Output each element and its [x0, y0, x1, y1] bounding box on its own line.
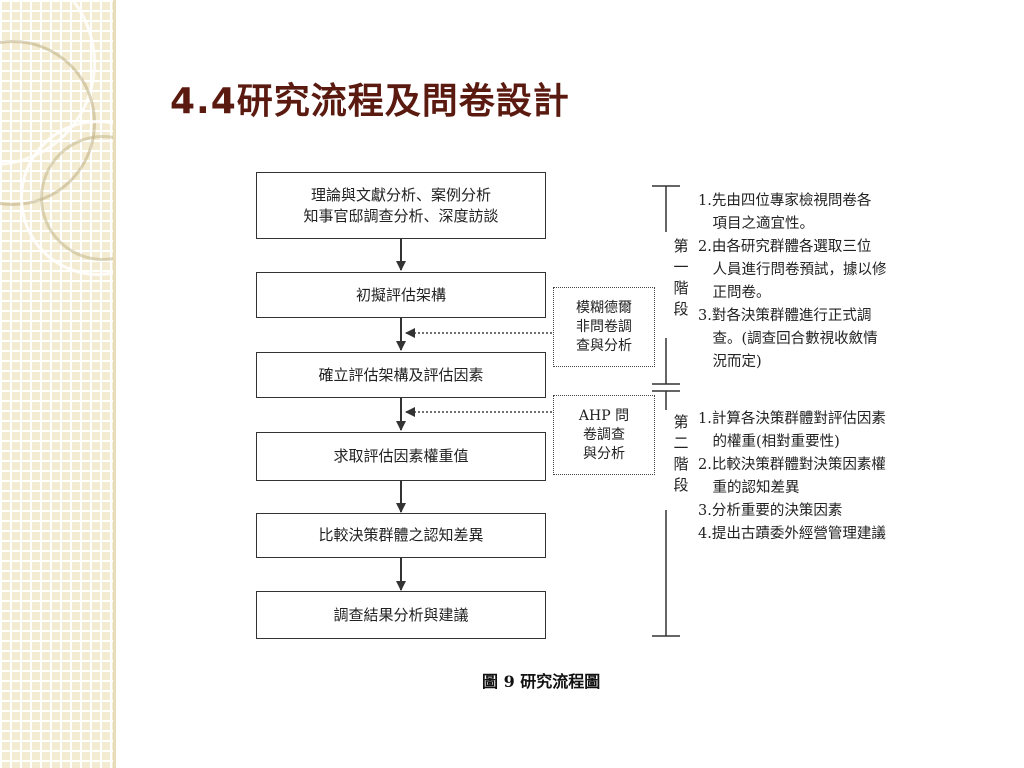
side-box-ahp: AHP 問 卷調查 與分析 [553, 395, 655, 475]
stage-one-notes: 1.先由四位專家檢視問卷各 項目之適宜性。 2.由各研究群體各選取三位 人員進行… [698, 190, 887, 374]
stage-note: 3.分析重要的決策因素 [698, 503, 843, 519]
stage-note: 3.對各決策群體進行正式調 查。(調查回合數視收斂情 況而定) [698, 308, 878, 370]
stage-two-label: 第 二 階 段 [673, 413, 689, 494]
flow-step-compare-groups: 比較決策群體之認知差異 [256, 513, 546, 558]
flow-step-confirm-framework: 確立評估架構及評估因素 [256, 352, 546, 398]
stage-note: 1.先由四位專家檢視問卷各 項目之適宜性。 [698, 193, 872, 232]
stage-note: 4.提出古蹟委外經營管理建議 [698, 526, 886, 542]
figure-caption: 圖 9 研究流程圖 [482, 672, 601, 691]
flow-step-literature-analysis: 理論與文獻分析、案例分析 知事官邸調查分析、深度訪談 [256, 172, 546, 239]
flow-step-draft-framework: 初擬評估架構 [256, 272, 546, 318]
strip-edge [113, 0, 116, 768]
flow-step-results-suggestions: 調查結果分析與建議 [256, 591, 546, 639]
stage-one-label: 第 一 階 段 [673, 237, 689, 318]
stage-note: 2.由各研究群體各選取三位 人員進行問卷預試，據以修 正問卷。 [698, 239, 887, 301]
stage-bracket [652, 185, 680, 385]
page-title: 4.4研究流程及問卷設計 [170, 81, 570, 122]
stage-note: 2.比較決策群體對決策因素權 重的認知差異 [698, 457, 886, 496]
decorative-side-strip [0, 0, 113, 768]
stage-note: 1.計算各決策群體對評估因素 的權重(相對重要性) [698, 411, 886, 450]
stage-bracket [652, 390, 680, 637]
stage-two-notes: 1.計算各決策群體對評估因素 的權重(相對重要性) 2.比較決策群體對決策因素權… [698, 408, 886, 546]
side-box-fuzzy-delphi: 模糊德爾 非問卷調 查與分析 [553, 287, 655, 367]
flow-step-factor-weights: 求取評估因素權重值 [256, 432, 546, 481]
